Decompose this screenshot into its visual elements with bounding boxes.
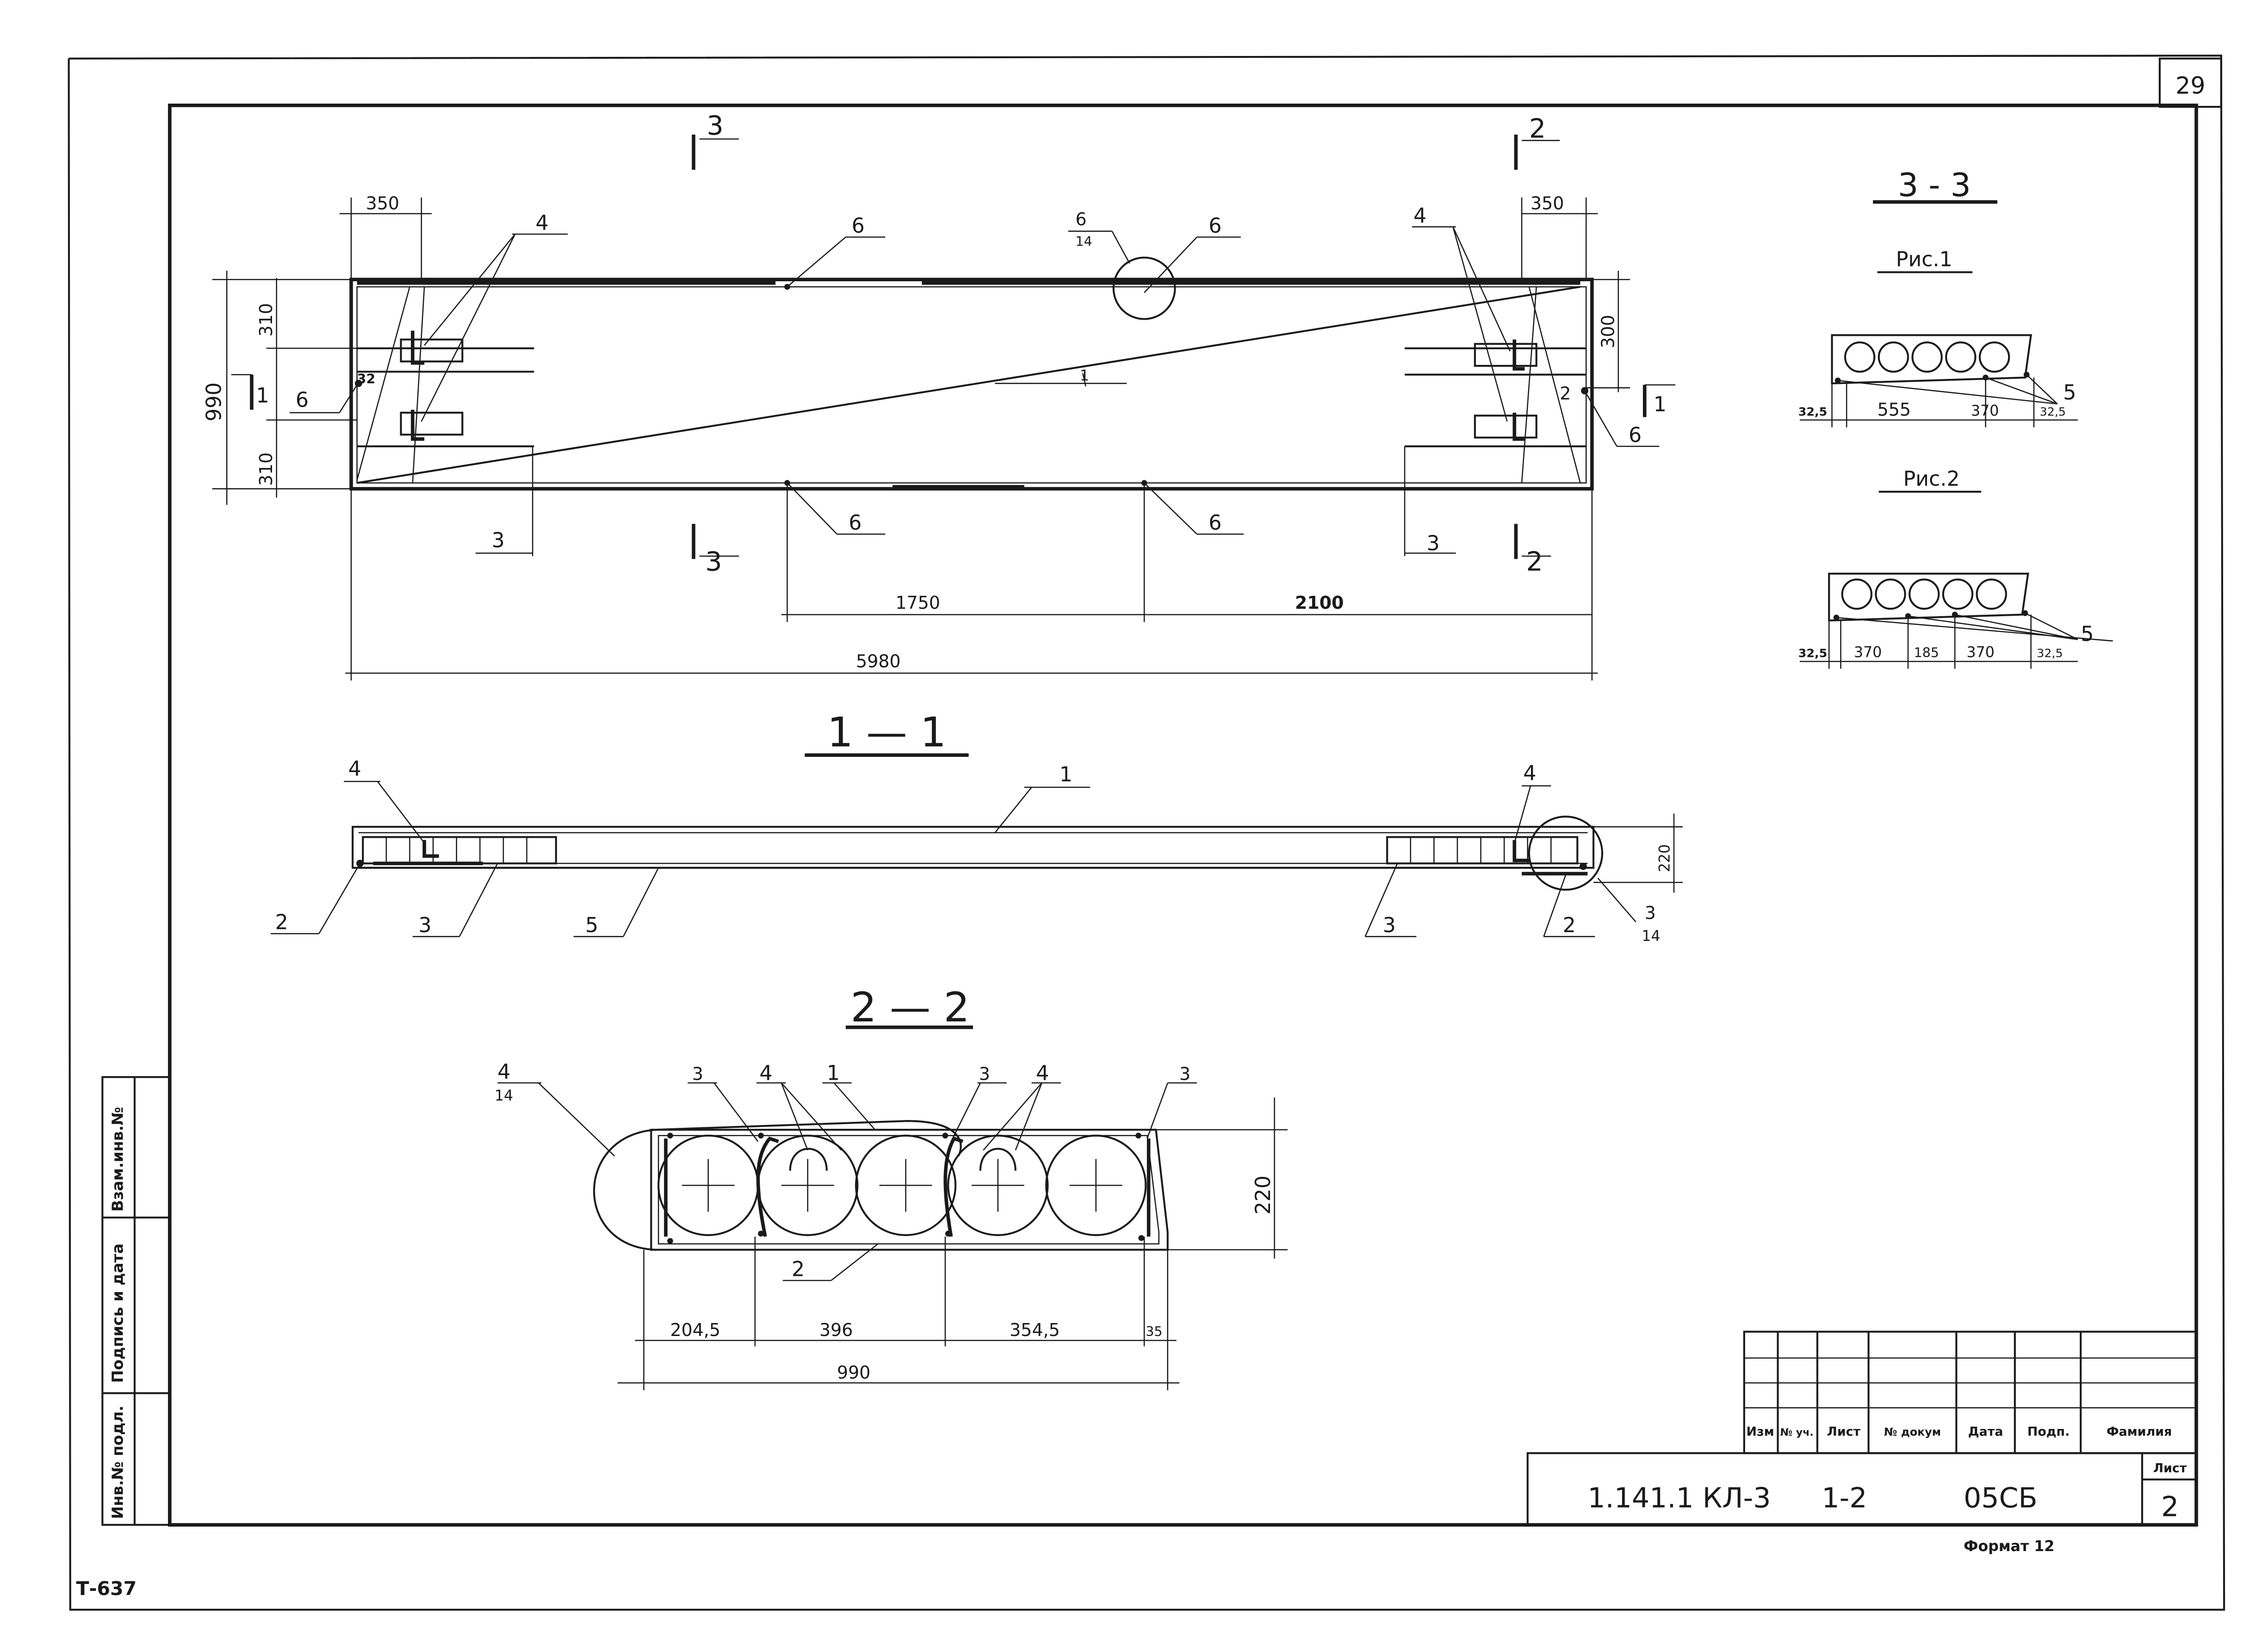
plan-dim-990: 990 [203,383,226,422]
section-3-3-fig-2-pos-5: 5 [2081,623,2094,646]
section-2-2-pos-4-left: 4 [759,1062,772,1085]
section-3-3-fig-2-dim-32-5-right: 32,5 [2037,646,2063,660]
plan-dim-1750: 1750 [895,593,940,613]
title-block-list-number: 2 [2161,1491,2179,1523]
plan-dim-310-top: 310 [256,303,276,336]
plan-cut-3-bottom: 3 [705,547,722,577]
plan-dim-2100: 2100 [1295,593,1344,613]
section-2-2-dim-204-5: 204,5 [670,1320,720,1340]
plan-pos-6-top-right: 6 [1208,214,1221,238]
section-3-3-fig-2-dim-185: 185 [1914,645,1939,660]
section-1-1-pos-2-left: 2 [275,911,288,934]
section-2-2-dim-990: 990 [837,1362,870,1383]
section-1-1-pos-1: 1 [1060,763,1072,786]
plan-pos-6-bottom-left: 6 [849,511,861,535]
section-3-3-fig-1-dim-32-5-right: 32,5 [2040,405,2066,418]
section-2-2-pos-2: 2 [792,1257,805,1281]
plan-view-geometry [212,135,1676,680]
title-block-issue: 1-2 [1822,1482,1867,1514]
plan-dim-5980: 5980 [856,651,901,672]
section-1-1-pos-4-right: 4 [1523,761,1536,785]
title-block-col-doc-no: № докум [1884,1425,1941,1438]
title-block-col-izm: Изм [1747,1424,1774,1439]
section-1-1-pos-5: 5 [585,914,598,937]
plan-dim-350-right: 350 [1531,193,1564,213]
plan-bubble-den: 14 [1075,234,1092,249]
section-1-1-bubble-num: 3 [1645,903,1656,923]
plan-pos-6-bottom-right: 6 [1208,511,1221,535]
section-1-1-pos-2-right: 2 [1563,914,1576,937]
section-2-2-dim-220: 220 [1252,1175,1275,1215]
section-3-3-fig-1-dim-370: 370 [1971,402,1999,419]
section-3-3-fig-1-label: Рис.1 [1896,248,1952,272]
section-1-1-dim-220: 220 [1657,844,1673,872]
section-1-1-geometry [271,753,1683,937]
section-2-2-dim-354-5: 354,5 [1010,1320,1060,1340]
section-3-3-geometry [1799,200,2113,669]
plan-pos-4-right: 4 [1413,204,1426,228]
sheet-number: 29 [2175,72,2205,99]
plan-pos-3-right: 3 [1427,532,1440,555]
section-2-2-dim-35: 35 [1146,1324,1162,1339]
section-3-3-fig-2-dim-32-5-left: 32,5 [1798,646,1827,660]
plan-pos-1-diagonal: 1 [1080,367,1089,384]
plan-cut-1-right: 1 [1654,393,1667,416]
plan-cut-3-top: 3 [707,111,724,141]
plan-dim-300: 300 [1598,315,1618,348]
title-block-doc-code: 1.141.1 КЛ-3 [1587,1482,1771,1514]
plan-pos-6-left: 6 [296,388,309,412]
section-1-1-pos-3-left: 3 [418,914,431,937]
title-block-col-list: Лист [1827,1424,1861,1439]
title-block-col-no-uch: № уч. [1780,1426,1813,1438]
format-label: Формат 12 [1964,1538,2054,1555]
section-2-2-bubble-den: 14 [495,1088,513,1104]
plan-pos-6-top: 6 [852,214,865,238]
section-2-2-pos-1: 1 [827,1062,840,1085]
plan-dim-350-left: 350 [366,193,399,213]
side-stamp-signature-date: Подпись и дата [109,1243,127,1383]
section-1-1-title: 1 — 1 [827,708,946,756]
section-2-2-pos-4-right: 4 [1036,1062,1049,1085]
side-stamp-inv-no: Инв.№ подл. [109,1405,127,1519]
section-3-3-title: 3 - 3 [1898,167,1971,204]
plan-dim-310-bottom: 310 [256,452,276,486]
title-block-list-label: Лист [2153,1461,2187,1475]
title-block-col-sign: Подп. [2027,1424,2070,1439]
section-2-2-title: 2 — 2 [850,983,969,1031]
title-block-grid [1526,1330,2198,1526]
side-stamp [101,1076,171,1526]
section-2-2-bubble-num: 4 [497,1060,510,1083]
plan-pos-6-right: 6 [1629,423,1642,447]
section-3-3-fig-1-pos-5: 5 [2063,381,2076,405]
plan-cut-2-bottom: 2 [1526,547,1543,577]
plan-cut-2-top: 2 [1529,113,1546,144]
section-3-3-fig-1-dim-555: 555 [1878,399,1911,420]
section-2-2-pos-3-mid: 3 [979,1064,990,1084]
title-block-col-surname: Фамилия [2107,1424,2172,1439]
plan-bubble-num: 6 [1075,209,1086,229]
section-3-3-fig-2-dim-370-left: 370 [1854,644,1882,661]
section-3-3-fig-2-dim-370-right: 370 [1967,644,1995,661]
section-3-3-fig-2-label: Рис.2 [1903,467,1960,491]
title-block-col-date: Дата [1968,1424,2003,1439]
corner-code: Т-637 [76,1577,136,1600]
section-1-1-pos-4-left: 4 [348,757,361,781]
plan-pos-3-left: 3 [492,529,505,552]
side-stamp-replaced-inv: Взам.инв.№ [109,1107,127,1212]
section-2-2-dim-396: 396 [819,1320,853,1340]
plan-dim-32: 32 [357,371,376,387]
section-1-1-bubble-den: 14 [1642,928,1660,945]
section-2-2-geometry [497,1025,1288,1391]
section-1-1-pos-3-right: 3 [1383,914,1396,937]
plan-pos-4-left: 4 [536,211,549,235]
plan-cut-1-left: 1 [256,384,269,408]
section-3-3-fig-1-dim-32-5-left: 32,5 [1798,405,1827,418]
section-2-2-pos-3-right: 3 [1179,1064,1190,1084]
title-block-doc-type: 05СБ [1964,1482,2038,1514]
plan-pos-2-right: 2 [1560,383,1571,404]
section-2-2-pos-3-left: 3 [692,1064,703,1084]
